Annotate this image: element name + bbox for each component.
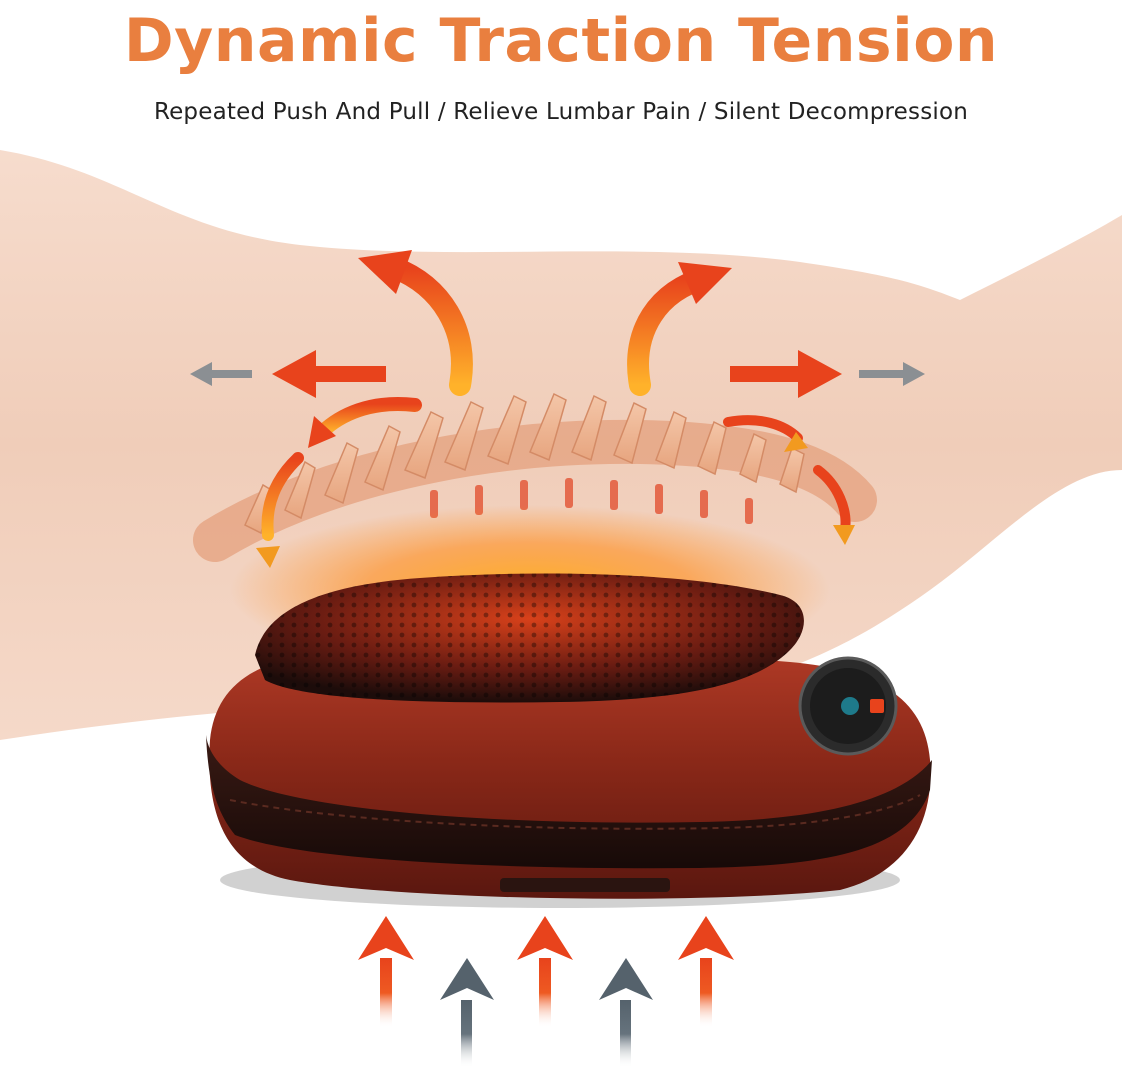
orange-arrow-right — [730, 350, 842, 398]
upward-arrows — [358, 916, 734, 1068]
curved-arrow-mid-left — [308, 397, 422, 448]
up-arrow-red-3 — [678, 916, 734, 1028]
curved-arrow-up-left — [358, 250, 473, 396]
headline: Dynamic Traction Tension — [123, 6, 999, 76]
up-arrow-red-2 — [517, 916, 573, 1028]
orange-arrow-left — [272, 350, 386, 398]
curved-arrow-up-right — [627, 262, 732, 396]
up-arrow-red-1 — [358, 916, 414, 1028]
curved-arrow-low-right — [813, 465, 855, 545]
spine — [193, 392, 877, 562]
gray-arrow-right — [859, 362, 925, 386]
curved-arrow-mid-right — [723, 415, 808, 452]
subheadline: Repeated Push And Pull / Relieve Lumbar … — [153, 99, 969, 125]
heat-indicator-icon — [870, 699, 884, 713]
curved-arrow-low-left — [256, 452, 304, 568]
up-arrow-slate-2 — [599, 958, 653, 1068]
massage-pillow — [206, 649, 932, 899]
up-arrow-slate-1 — [440, 958, 494, 1068]
mesh-cushion — [255, 573, 804, 703]
control-panel — [798, 656, 898, 756]
gray-arrow-left — [190, 362, 252, 386]
